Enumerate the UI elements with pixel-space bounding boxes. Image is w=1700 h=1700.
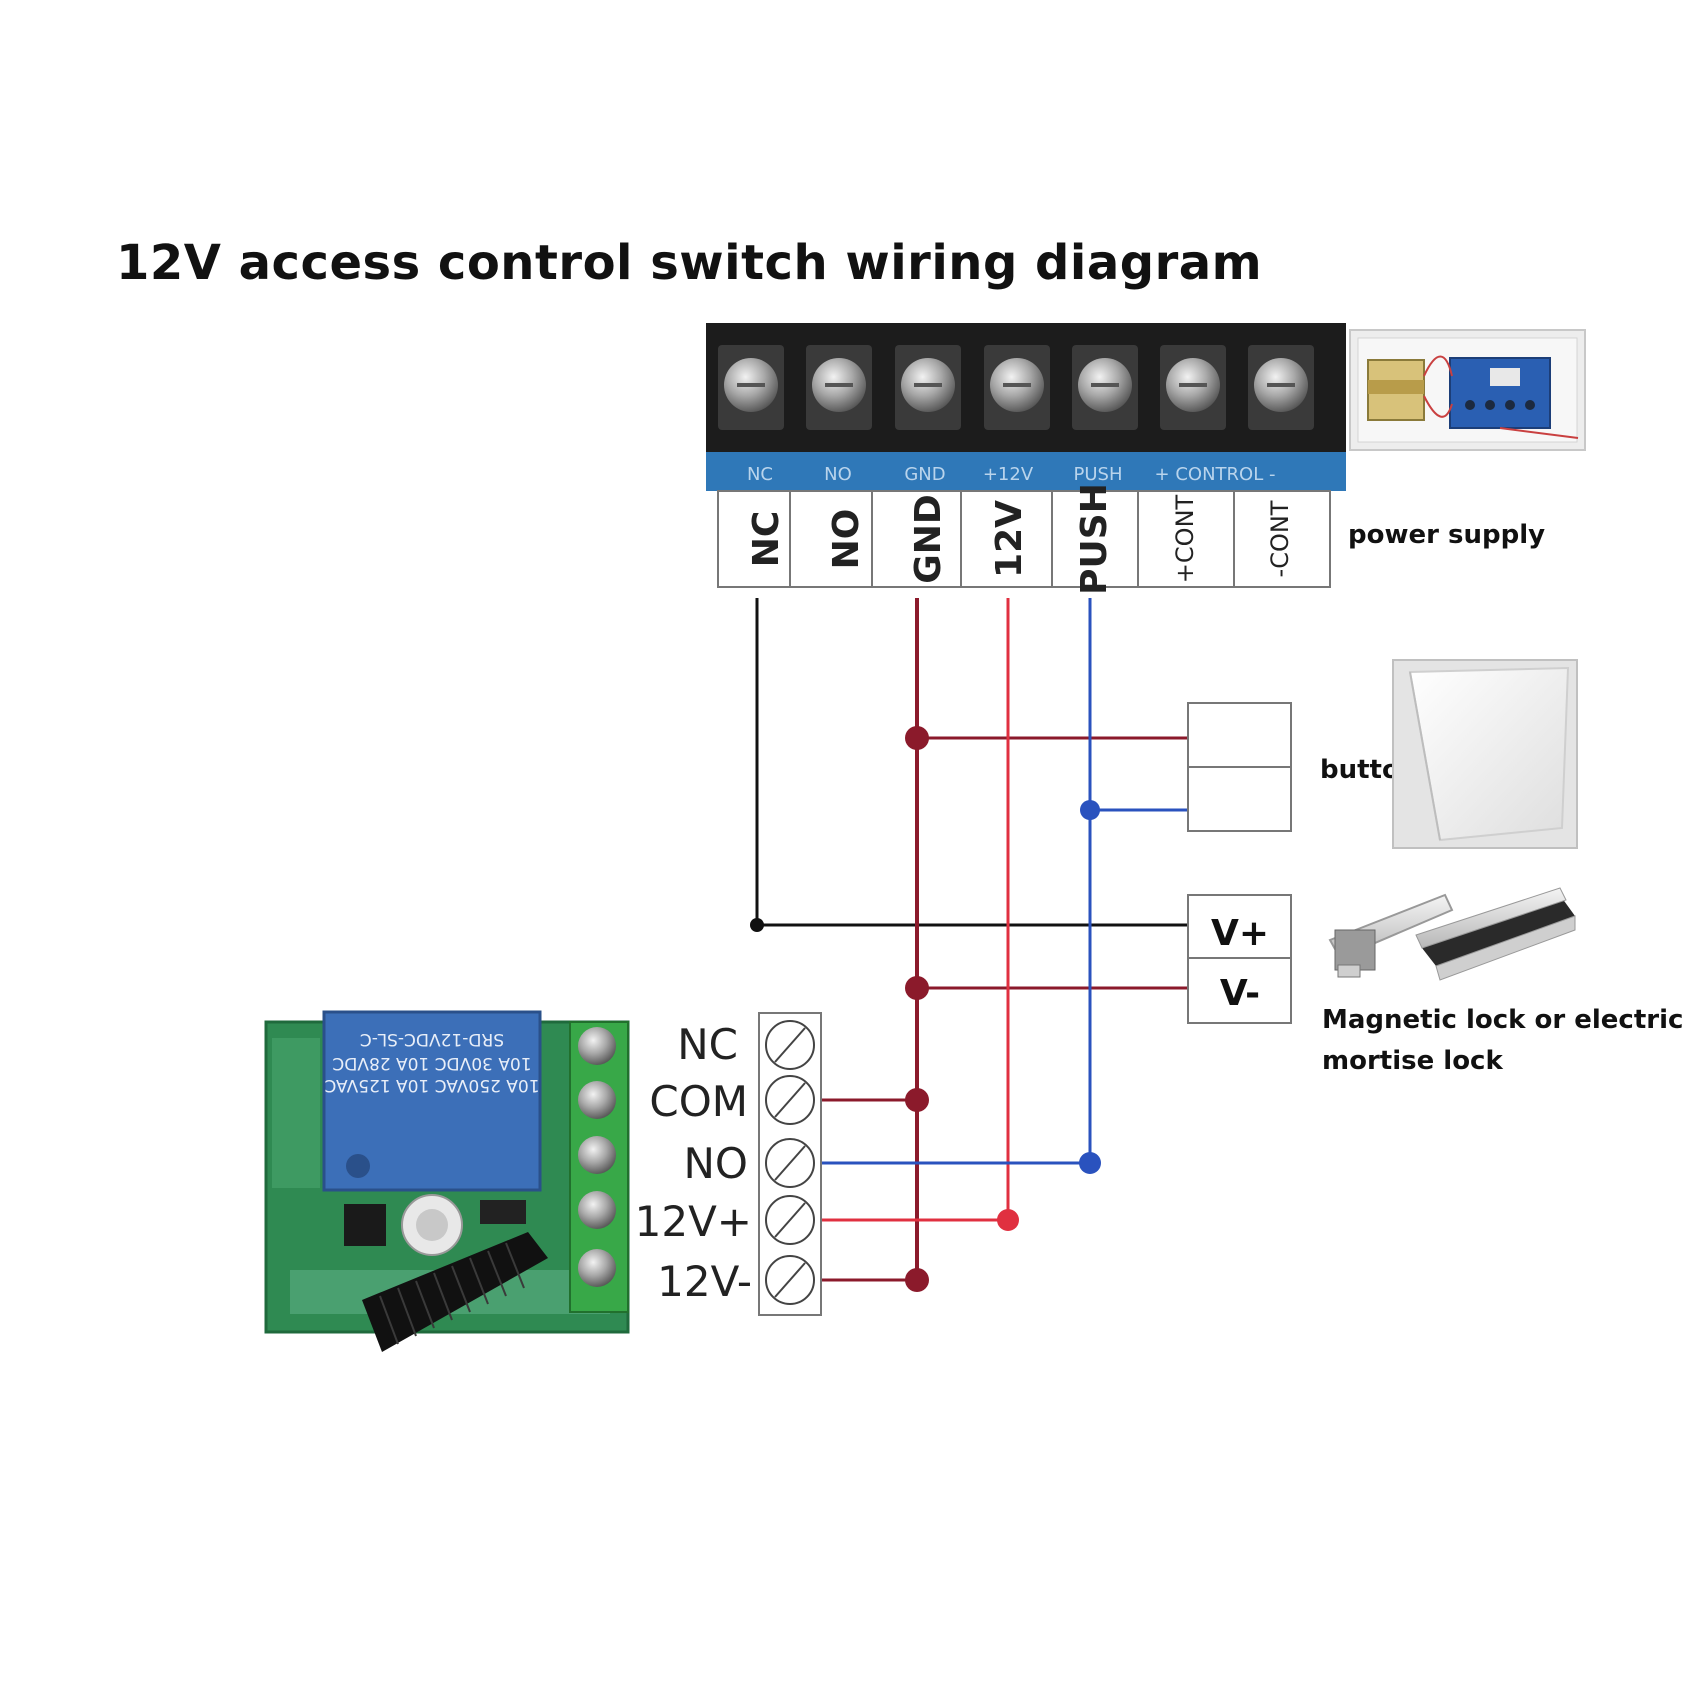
lock-label-line1: Magnetic lock or electric <box>1322 1005 1684 1035</box>
junction-gnd-com <box>905 1088 929 1112</box>
power-supply-unit-image <box>1349 329 1586 451</box>
term-cont-plus: +CONT <box>1171 494 1199 583</box>
silk-control: + CONTROL - <box>1155 464 1276 485</box>
receiver-term-12vplus: 12V+ <box>635 1197 752 1246</box>
relay-model-text: SRD-12VDC-SL-C <box>360 1029 504 1049</box>
lock-label-line2: mortise lock <box>1322 1046 1503 1076</box>
term-cont-minus: -CONT <box>1266 500 1294 577</box>
term-gnd: GND <box>908 494 949 584</box>
lock-vminus: V- <box>1220 973 1260 1014</box>
screw-cont-minus <box>1248 345 1314 430</box>
wires <box>755 598 1188 1282</box>
junction-gnd-12vminus <box>905 1268 929 1292</box>
module-screws <box>578 1027 616 1287</box>
term-no: NO <box>826 509 867 570</box>
screw-gnd <box>895 345 961 430</box>
junction-12v-plus <box>997 1209 1019 1231</box>
receiver-module-image: SRD-12VDC-SL-C 10A 30VDC 10A 28VDC 10A 2… <box>264 1010 630 1352</box>
wall-button-image <box>1392 659 1578 849</box>
mortise-lock-image <box>1328 893 1454 978</box>
junction-gnd-lock <box>905 976 929 1000</box>
button-terminal-box <box>1187 702 1292 832</box>
power-supply-terminal-block: NC NO GND +12V PUSH + CONTROL - <box>706 323 1346 491</box>
power-supply-terminal-labels: NC NO GND 12V PUSH +CONT -CONT <box>717 483 1331 595</box>
junction-push-no <box>1079 1152 1101 1174</box>
receiver-term-nc: NC <box>677 1020 738 1069</box>
screw-cont-plus <box>1160 345 1226 430</box>
silk-push: PUSH <box>1074 464 1123 485</box>
term-push: PUSH <box>1074 483 1115 595</box>
silk-gnd: GND <box>904 464 945 485</box>
relay-rating-text-2: 10A 250VAC 10A 125VAC <box>324 1075 539 1095</box>
junction-push-button <box>1080 800 1100 820</box>
lock-images <box>1328 887 1576 981</box>
relay-rating-text-1: 10A 30VDC 10A 28VDC <box>332 1053 531 1073</box>
wire-nc <box>755 598 1188 927</box>
receiver-term-com: COM <box>649 1077 748 1126</box>
silk-12v: +12V <box>983 464 1034 485</box>
receiver-term-12vminus: 12V- <box>657 1257 752 1306</box>
term-nc: NC <box>746 511 787 568</box>
terminal-screws <box>718 345 1314 430</box>
screw-no <box>806 345 872 430</box>
screw-push <box>1072 345 1138 430</box>
lock-vplus: V+ <box>1211 913 1269 954</box>
silk-no: NO <box>824 464 852 485</box>
receiver-term-no: NO <box>684 1139 748 1188</box>
power-supply-label: power supply <box>1348 520 1546 550</box>
term-12v: 12V <box>989 500 1030 578</box>
screw-12v <box>984 345 1050 430</box>
junction-nc <box>750 918 764 932</box>
coil-antenna-image <box>362 1232 548 1352</box>
junctions <box>750 726 1101 1292</box>
silk-nc: NC <box>747 464 773 485</box>
lock-terminal-box: V+ V- <box>1187 894 1292 1024</box>
magnetic-lock-image <box>1415 887 1576 981</box>
screw-nc <box>718 345 784 430</box>
junction-gnd-button <box>905 726 929 750</box>
receiver-terminal-block: NC COM NO 12V+ 12V- <box>635 1012 822 1316</box>
diagram-title: 12V access control switch wiring diagram <box>116 235 1263 291</box>
